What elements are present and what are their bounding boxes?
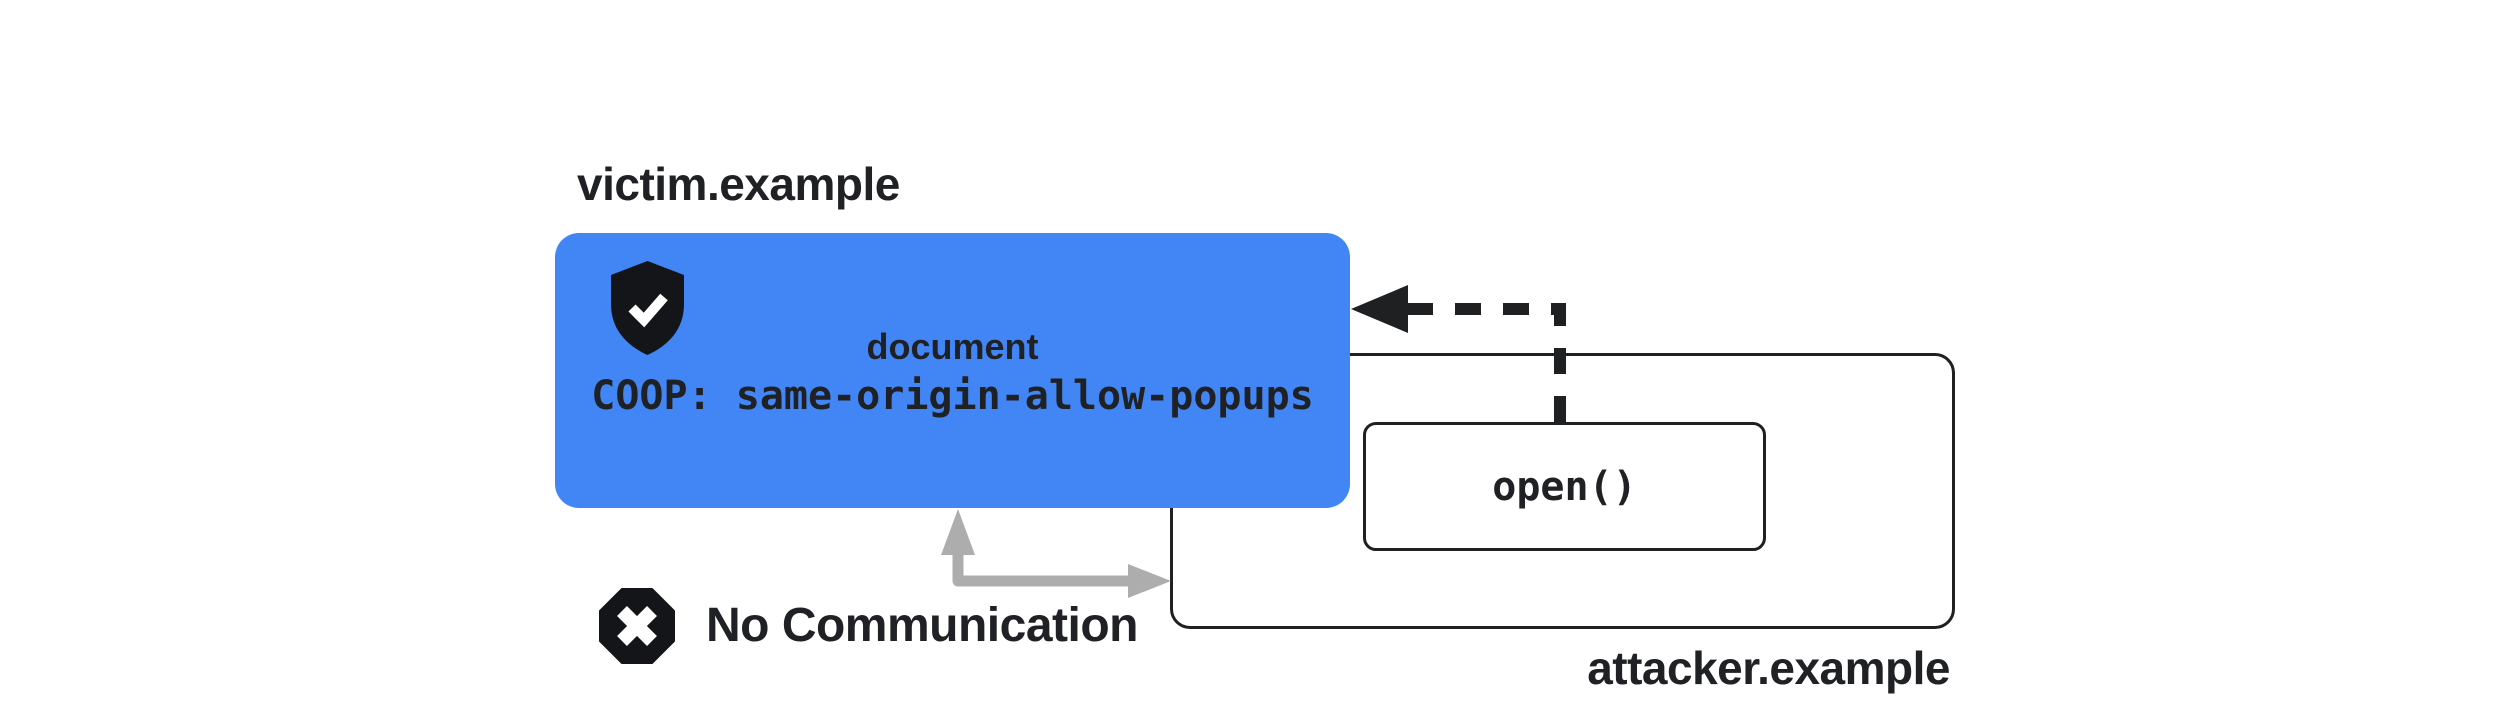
no-communication-label: No Communication xyxy=(706,599,1139,652)
coop-policy-text: COOP: same-origin-allow-popups xyxy=(591,373,1314,419)
x-octagon-icon xyxy=(599,588,675,664)
open-call-label: open() xyxy=(1492,463,1637,510)
victim-document-box: document COOP: same-origin-allow-popups xyxy=(555,233,1350,508)
shield-check-icon xyxy=(607,259,688,357)
open-call-box: open() xyxy=(1363,422,1766,551)
victim-domain-label: victim.example xyxy=(577,158,900,210)
no-communication-arrow xyxy=(935,503,1180,603)
attacker-domain-label: attacker.example xyxy=(1587,642,1950,694)
popup-open-dashed-arrow xyxy=(1345,283,1575,425)
document-label: document xyxy=(866,326,1039,367)
